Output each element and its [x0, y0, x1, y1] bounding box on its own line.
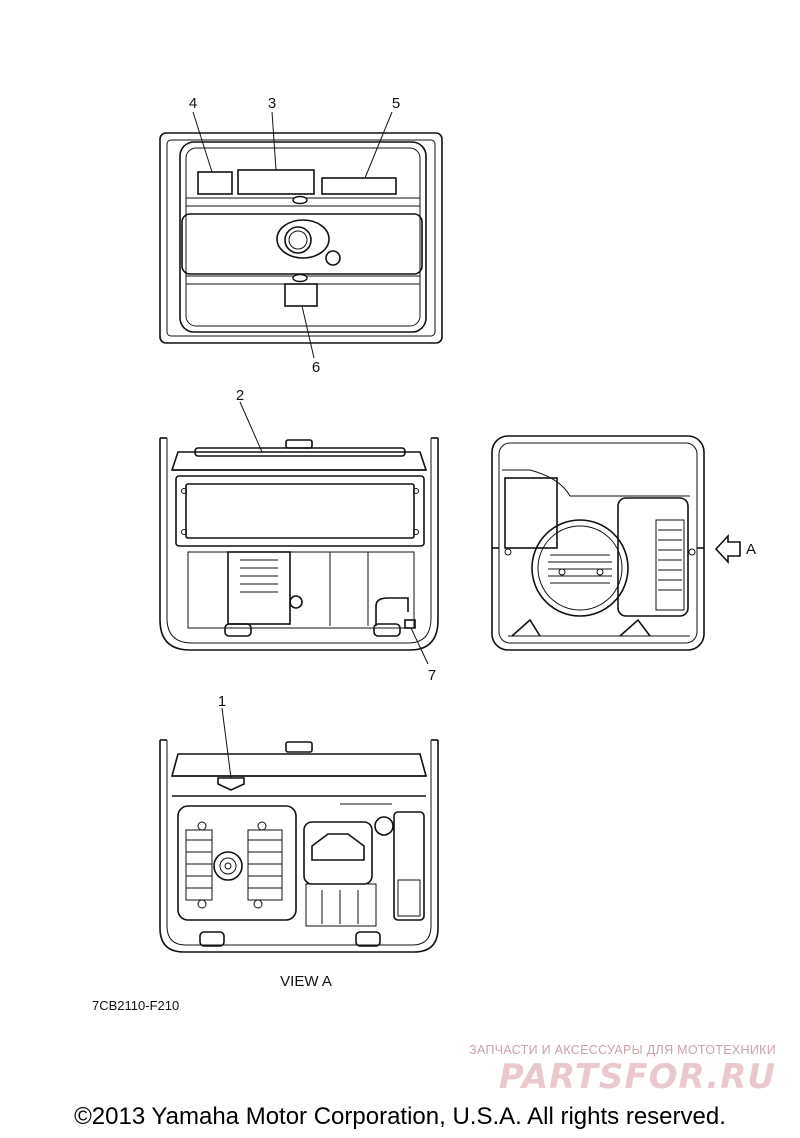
diagram-code: 7CB2110-F210: [92, 998, 179, 1013]
callout-5: 5: [392, 95, 400, 112]
copyright-notice: ©2013 Yamaha Motor Corporation, U.S.A. A…: [74, 1103, 726, 1130]
callout-4: 4: [189, 95, 197, 112]
watermark-brand: PARTSFOR.RU: [499, 1057, 776, 1097]
watermark-tagline: ЗАПЧАСТИ И АКСЕССУАРЫ ДЛЯ МОТОТЕХНИКИ: [469, 1043, 776, 1057]
label-7-box: [404, 619, 416, 629]
view-a-generator: 1: [159, 693, 439, 953]
label-4-box: [197, 171, 233, 195]
label-1-marker: [217, 777, 245, 791]
label-6-box: [284, 283, 318, 307]
callout-1: 1: [218, 693, 226, 710]
label-3-box: [237, 169, 315, 195]
view-caption: VIEW A: [280, 973, 332, 990]
front-view-generator: 2 7: [159, 387, 439, 684]
label-5-box: [321, 177, 397, 195]
callout-7: 7: [428, 667, 436, 684]
side-view-generator: A: [491, 435, 756, 651]
callout-2: 2: [236, 387, 244, 404]
callout-6: 6: [312, 359, 320, 376]
callout-3: 3: [268, 95, 276, 112]
view-arrow-label: A: [746, 541, 756, 558]
top-view-generator: 4 3 5 6: [159, 95, 443, 376]
view-arrow-icon: [714, 533, 741, 565]
